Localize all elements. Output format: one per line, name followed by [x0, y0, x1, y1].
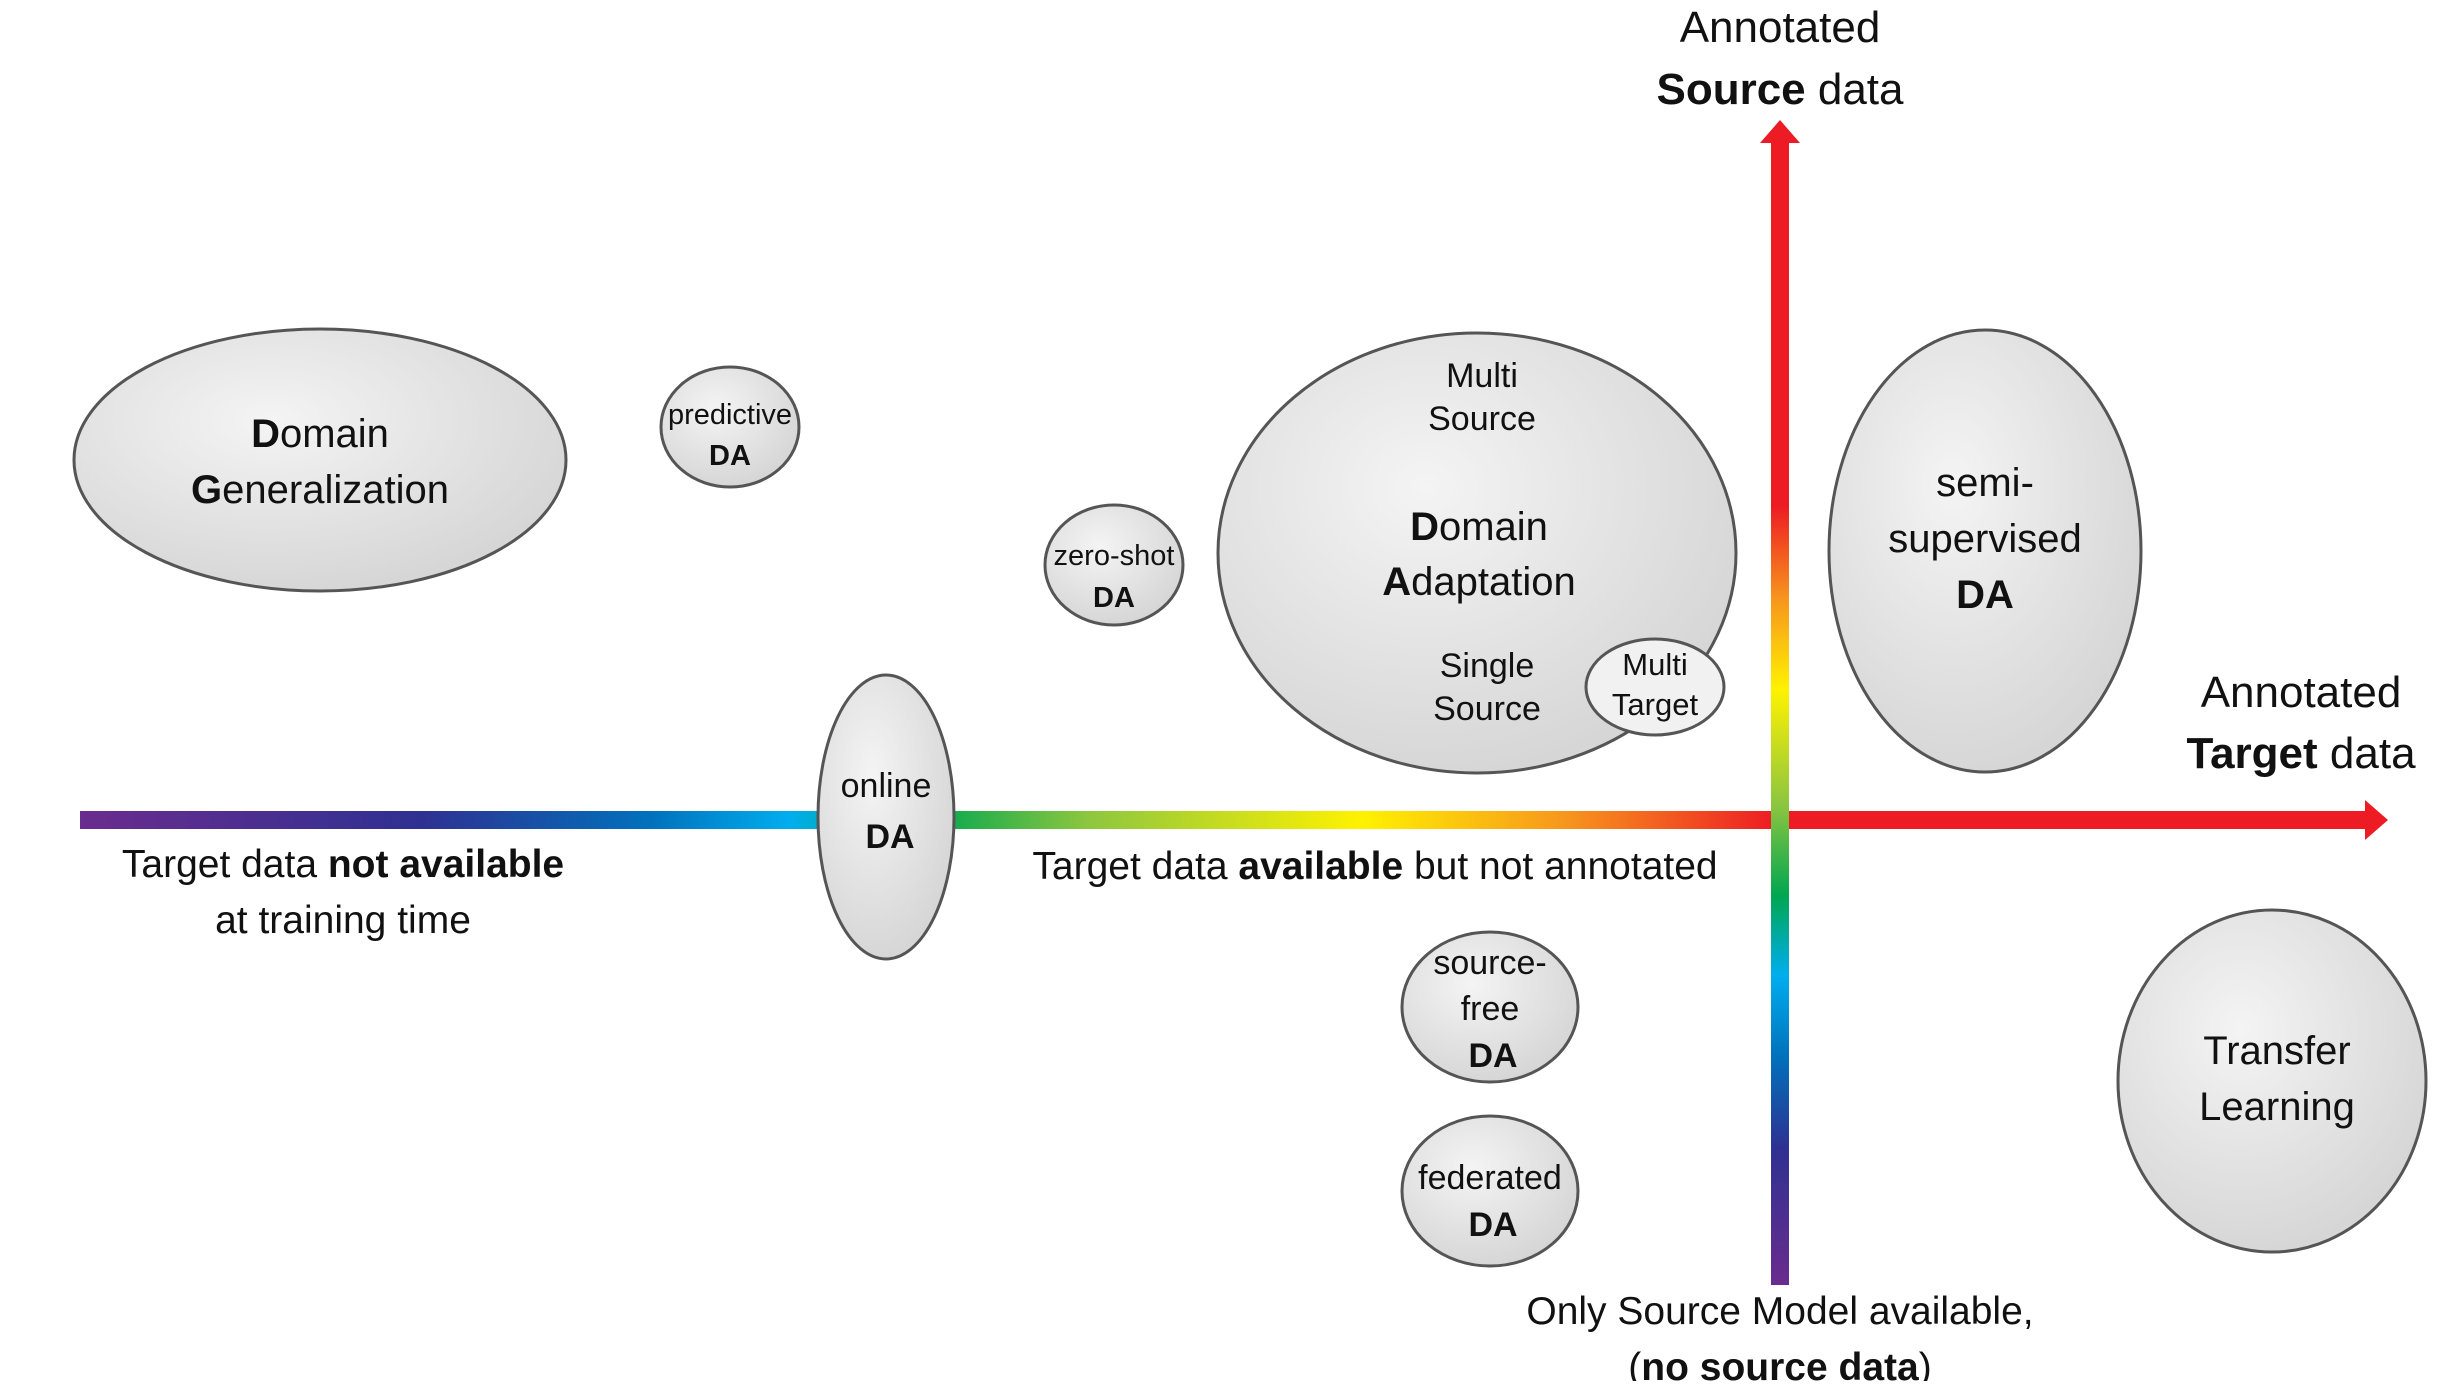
node-multi-target-line1: Multi: [1622, 647, 1687, 682]
y-axis-label-line2: Source data: [1656, 65, 1904, 114]
horizontal-axis-arrowhead: [2365, 800, 2388, 840]
node-transfer-learning-shape: [2116, 908, 2428, 1254]
x-axis-label-line2: Target data: [2186, 729, 2416, 778]
node-federated-da: federated DA: [1400, 1114, 1580, 1268]
dg-rest-1: omain: [280, 412, 389, 456]
node-federated-line1: federated: [1418, 1159, 1562, 1197]
da-cap-a: A: [1382, 560, 1411, 604]
horizontal-axis: [80, 811, 2370, 829]
node-predictive-da-shape: [659, 365, 801, 489]
node-source-free-da-shape: [1400, 930, 1580, 1084]
bottom-caption-bold: no source data: [1641, 1346, 1919, 1381]
middle-caption: Target data available but not annotated: [1032, 845, 1717, 888]
bottom-caption-line2: (no source data): [1628, 1346, 1931, 1381]
node-domain-generalization: Domain Generalization: [72, 327, 568, 593]
node-source-free-line1: source-: [1433, 944, 1546, 982]
middle-axis-caption: Target data available but not annotated: [1032, 845, 1717, 888]
node-domain-generalization-shape: [72, 327, 568, 593]
node-multi-target-line2: Target: [1612, 687, 1699, 722]
da-rest-1: omain: [1439, 505, 1548, 549]
node-multi-target-shape: [1584, 637, 1726, 737]
node-zero-shot-da: zero-shot DA: [1043, 503, 1185, 627]
vertical-axis-arrowhead: [1760, 120, 1800, 143]
da-cap-d: D: [1410, 505, 1439, 549]
middle-caption-post: but not annotated: [1403, 845, 1717, 888]
node-zero-shot-da-line2: DA: [1093, 582, 1135, 614]
bottom-axis-caption: Only Source Model available, (no source …: [1526, 1290, 2033, 1386]
x-axis-label-line1: Annotated: [2201, 668, 2402, 717]
left-caption-line1: Target data not available: [122, 843, 564, 886]
dg-cap-d: D: [251, 412, 280, 456]
x-axis-label-bold: Target: [2186, 729, 2318, 778]
node-predictive-da: predictive DA: [659, 365, 801, 489]
da-title-line2: Adaptation: [1382, 560, 1575, 604]
x-axis-label-rest: data: [2318, 729, 2416, 778]
vertical-axis: [1771, 140, 1789, 1285]
y-axis-label-bold: Source: [1656, 65, 1805, 114]
node-online-da-shape: [816, 673, 956, 961]
node-semi-supervised-line1: semi-: [1936, 461, 2034, 505]
left-caption-bold: not available: [328, 843, 564, 886]
da-multi-source-line1: Multi: [1446, 357, 1518, 395]
node-zero-shot-da-shape: [1043, 503, 1185, 627]
da-title-line1: Domain: [1410, 505, 1548, 549]
node-multi-target: Multi Target: [1584, 637, 1726, 737]
node-source-free-line2: free: [1461, 990, 1520, 1028]
node-federated-da-shape: [1400, 1114, 1580, 1268]
node-transfer-learning-line2: Learning: [2199, 1085, 2355, 1129]
node-transfer-learning-line1: Transfer: [2203, 1029, 2350, 1073]
node-semi-supervised-da: semi- supervised DA: [1827, 328, 2143, 774]
bottom-caption-line1: Only Source Model available,: [1526, 1290, 2033, 1333]
node-semi-supervised-line2: supervised: [1888, 517, 2081, 561]
node-zero-shot-da-line1: zero-shot: [1054, 540, 1175, 572]
node-semi-supervised-da-shape: [1827, 328, 2143, 774]
node-domain-generalization-line1: Domain: [251, 412, 389, 456]
node-online-da-line1: online: [841, 767, 932, 805]
middle-caption-bold: available: [1238, 845, 1403, 888]
node-source-free-line3: DA: [1468, 1037, 1517, 1075]
x-axis-label: Annotated Target data: [2186, 668, 2416, 778]
node-online-da-line2: DA: [865, 818, 914, 856]
middle-caption-pre: Target data: [1032, 845, 1238, 888]
node-source-free-da: source- free DA: [1400, 930, 1580, 1084]
y-axis-label-rest: data: [1806, 65, 1904, 114]
y-axis-label-line1: Annotated: [1680, 3, 1881, 52]
bottom-caption-open: (: [1628, 1346, 1641, 1381]
left-caption-line2: at training time: [215, 899, 471, 942]
dg-rest-2: eneralization: [222, 468, 449, 512]
node-domain-generalization-line2: Generalization: [191, 468, 449, 512]
node-domain-adaptation: Multi Source Domain Adaptation Single So…: [1216, 331, 1738, 775]
node-predictive-da-line2: DA: [709, 440, 751, 472]
node-predictive-da-line1: predictive: [668, 399, 792, 431]
y-axis-label: Annotated Source data: [1656, 3, 1904, 114]
left-axis-caption: Target data not available at training ti…: [122, 843, 564, 942]
node-federated-line2: DA: [1468, 1206, 1517, 1244]
da-single-source-line1: Single: [1440, 647, 1535, 685]
da-multi-source-line2: Source: [1428, 400, 1536, 438]
dg-cap-g: G: [191, 468, 222, 512]
da-single-source-line2: Source: [1433, 690, 1541, 728]
left-caption-pre: Target data: [122, 843, 328, 886]
node-online-da: online DA: [816, 673, 956, 961]
bottom-caption-close: ): [1919, 1346, 1932, 1381]
da-rest-2: daptation: [1411, 560, 1576, 604]
node-semi-supervised-line3: DA: [1956, 573, 2014, 617]
node-transfer-learning: Transfer Learning: [2116, 908, 2428, 1254]
